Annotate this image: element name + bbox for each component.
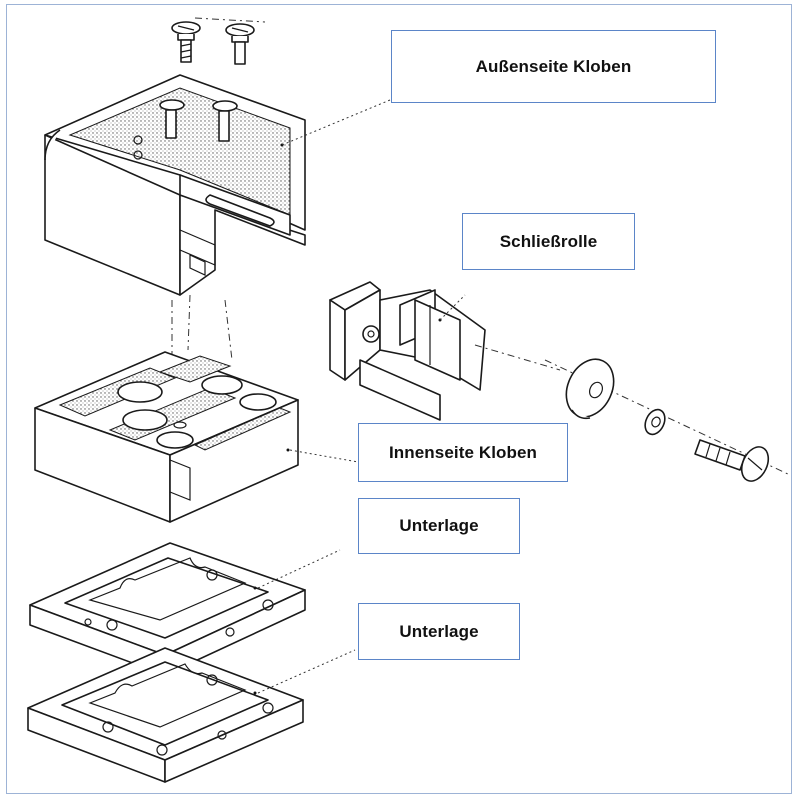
- closing-roller: [329, 281, 561, 421]
- outer-jaw-block: [44, 74, 306, 296]
- screw-2: [225, 23, 255, 65]
- screw-1: [171, 21, 201, 63]
- label-outer-jaw: Außenseite Kloben: [391, 30, 716, 103]
- inner-jaw-block: [34, 351, 359, 523]
- washer-nut-screw: [544, 358, 791, 482]
- base-plate-2: [27, 647, 356, 783]
- figure-frame: [6, 4, 792, 794]
- label-closing-roller: Schließrolle: [462, 213, 635, 270]
- label-base-plate-2: Unterlage: [358, 603, 520, 660]
- top-screws: [171, 17, 266, 65]
- label-inner-jaw: Innenseite Kloben: [358, 423, 568, 482]
- label-base-plate-1: Unterlage: [358, 498, 520, 554]
- base-plate-1: [29, 542, 341, 676]
